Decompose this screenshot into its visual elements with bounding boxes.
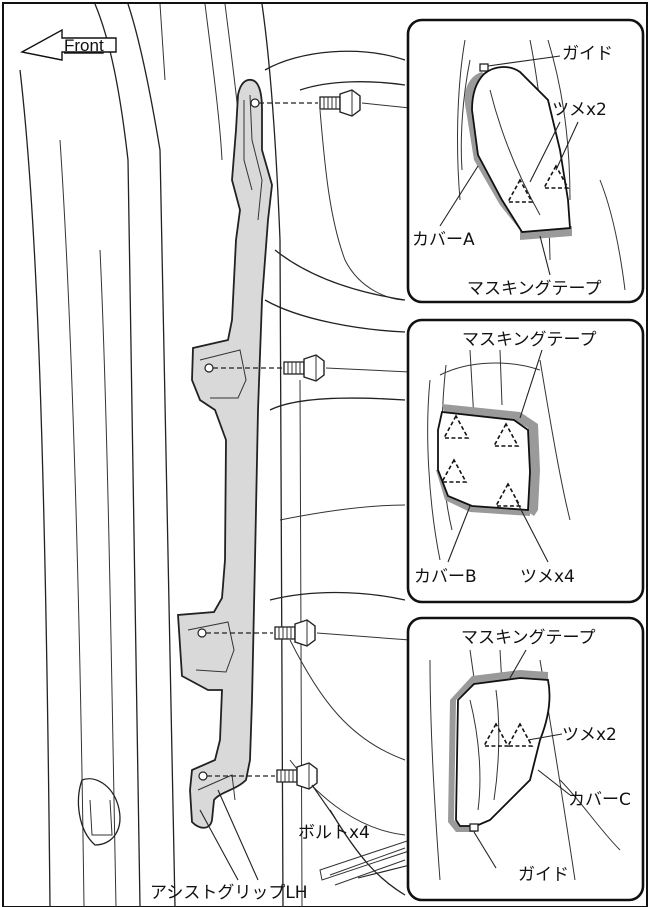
claw-label-a: ツメx2 [552,100,607,120]
bolt-3 [206,619,316,647]
bolt-hole-1 [250,98,260,108]
cover-label-c: カバーC [568,790,631,810]
cover-b [437,411,531,511]
grip-leader-2 [217,789,259,881]
front-label: Front [64,36,104,55]
claw-leader-a-2 [529,121,561,183]
grip-label: アシストグリップLH [150,883,308,903]
claw-a-2 [542,164,570,189]
bolts [206,89,361,790]
claw-c-2 [506,722,534,747]
claw-label-b: ツメx4 [520,567,575,587]
bolt-4 [207,762,318,790]
claw-b-4 [494,482,522,507]
claw-leader-c [527,733,563,741]
tape-label-c: マスキングテープ [461,628,595,648]
guide-tab-c [469,823,479,832]
tape-label-b: マスキングテープ [462,330,596,350]
connector-bottom [316,632,411,641]
bolt-label: ボルトx4 [298,823,370,843]
guide-label-a: ガイド [562,44,613,64]
claw-label-c: ツメx2 [562,725,617,745]
bolt-1 [259,89,361,117]
guide-leader-a [487,55,561,67]
masking-tape-b-top [442,404,540,516]
detail-panel-cover-c: マスキングテープ ツメx2 カバーC ガイド [406,616,645,902]
guide-leader-c [473,831,497,869]
cover-leader-b [447,505,471,563]
grip-leader-3 [357,864,411,879]
connector-middle [325,367,411,373]
cover-leader-a [439,165,479,227]
detail-panel-cover-b: マスキングテープ カバーB ツメx4 [406,318,645,604]
tape-leader-a [539,235,551,276]
cover-label-b: カバーB [414,567,477,587]
masking-tape-b-bottom [436,470,530,516]
bolt-hole-2 [204,363,214,373]
front-direction-arrow: Front [19,28,117,61]
claw-leader-a-1 [555,121,579,171]
tape-label-a: マスキングテープ [467,279,601,299]
assist-grip [177,78,273,829]
claw-a-1 [506,178,534,203]
grip-leader-1 [199,809,239,881]
tape-leader-c [509,649,527,679]
guide-tab-a [479,63,489,72]
connector-top [361,102,411,109]
bolt-leader [311,784,336,819]
bolt-hole-4 [198,771,208,781]
claw-c-1 [482,722,510,747]
claw-leader-b [515,499,549,563]
claw-b-1 [442,414,470,439]
bolt-hole-3 [197,628,207,638]
claw-b-2 [492,422,520,447]
detail-panel-cover-a: ガイド ツメx2 カバーA マスキングテープ [406,18,645,304]
pillar-background [19,3,413,907]
cover-leader-c [537,769,571,796]
tape-leader-b [519,349,543,419]
guide-label-c: ガイド [518,865,569,885]
claw-b-3 [440,458,468,483]
bolt-2 [213,354,325,382]
cover-label-a: カバーA [412,230,475,250]
cover-a [471,66,571,233]
